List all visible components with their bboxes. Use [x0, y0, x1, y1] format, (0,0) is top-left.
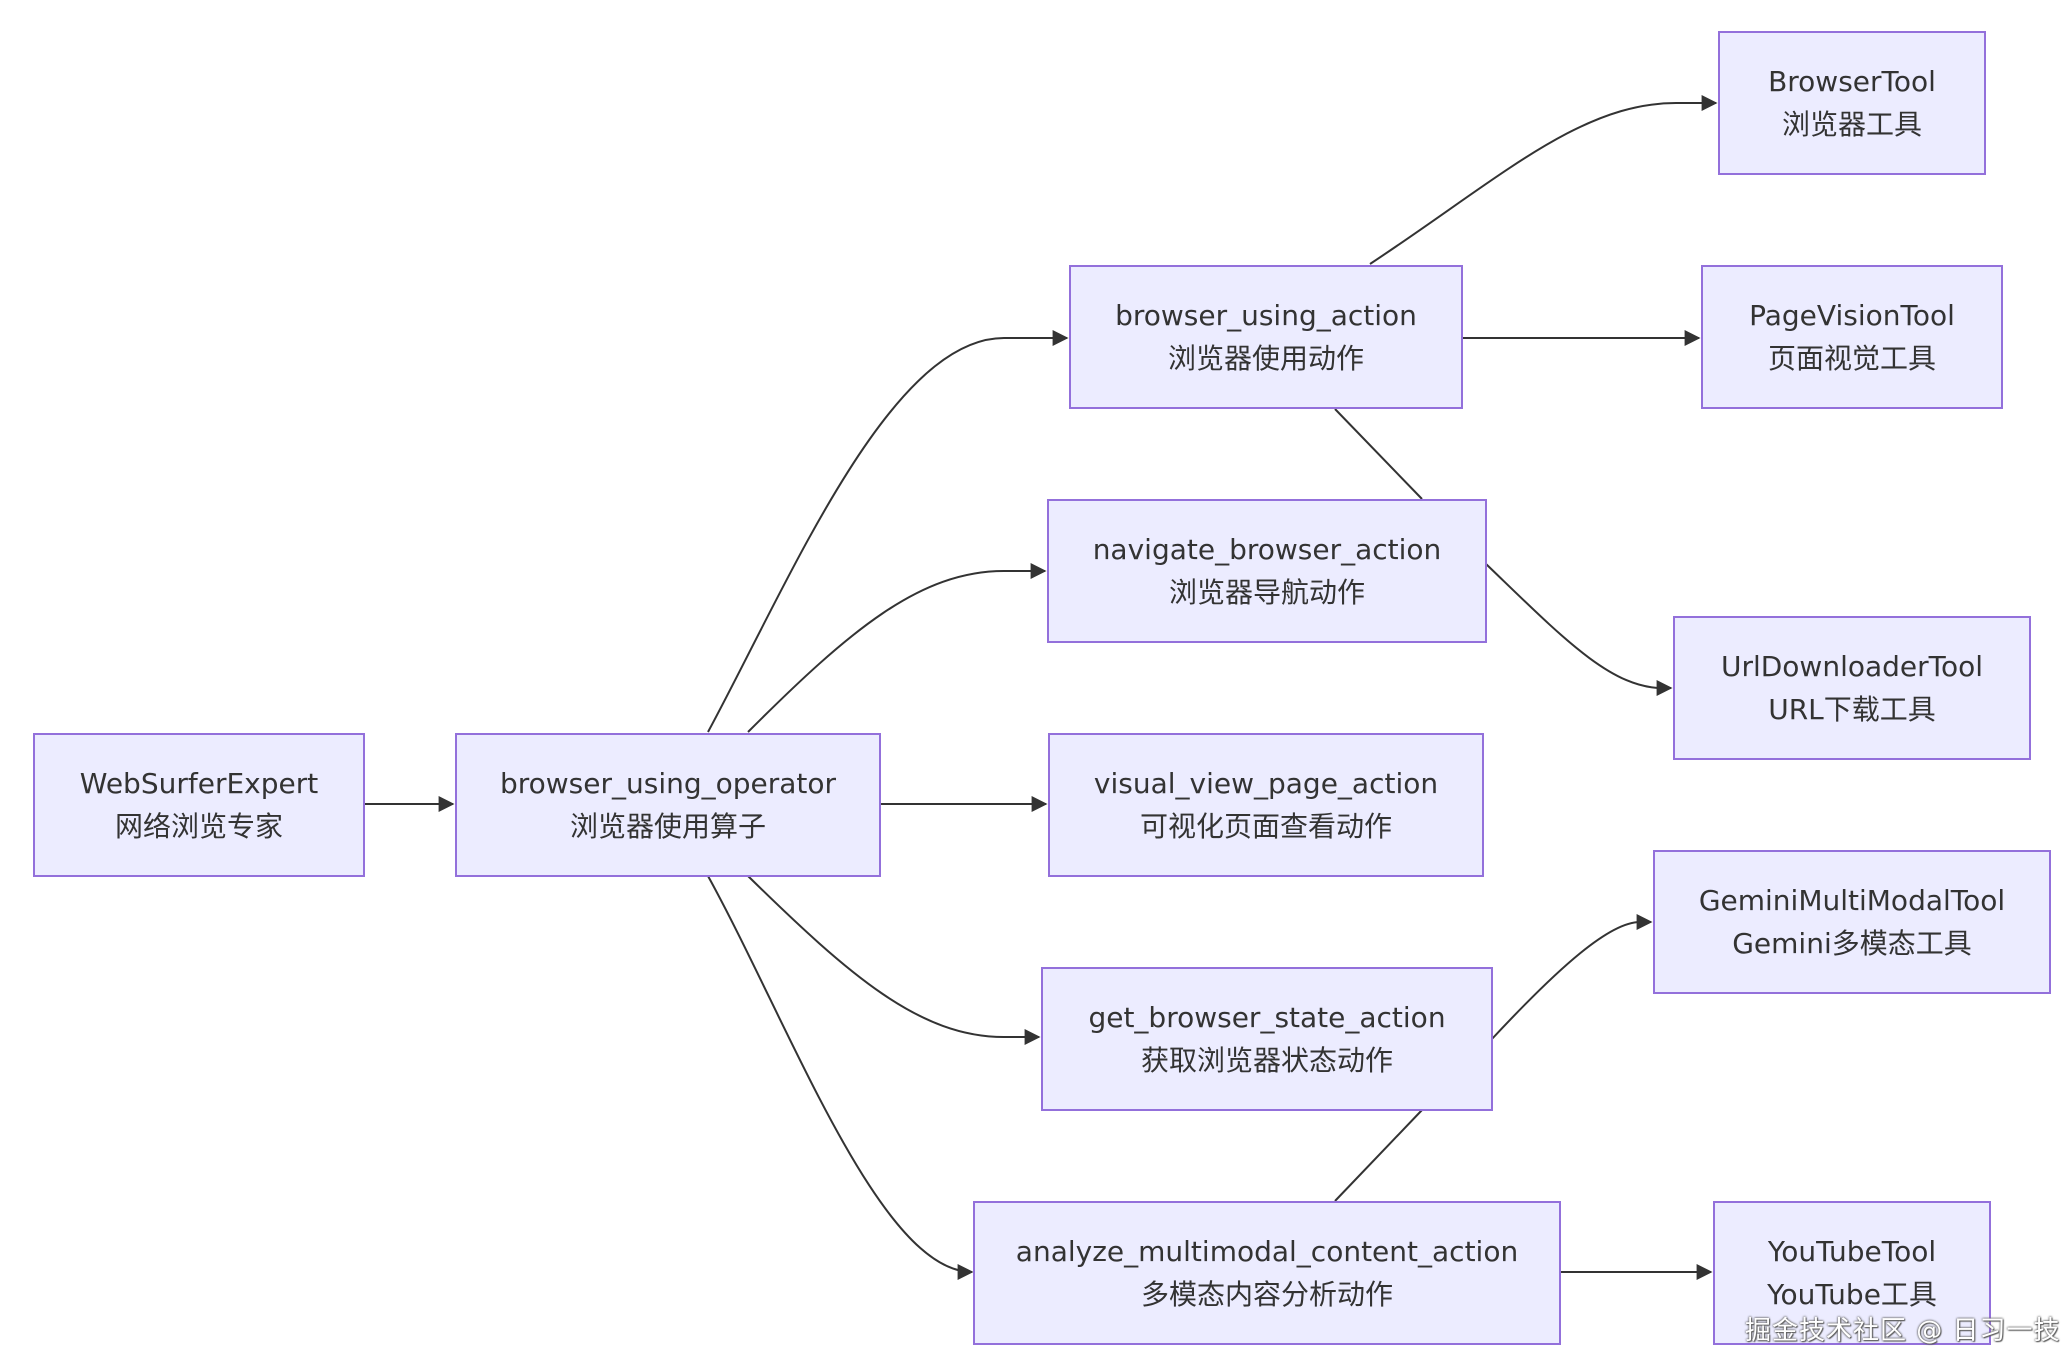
edge-operator-to-state-action [747, 875, 1041, 1045]
node-subtitle: 网络浏览专家 [115, 810, 283, 843]
node-subtitle: 浏览器导航动作 [1169, 576, 1365, 609]
node-subtitle: 可视化页面查看动作 [1140, 810, 1392, 843]
edge-navigate-action-to-url-downloader-tool [1484, 562, 1673, 696]
node-browser-using-action: browser_using_action 浏览器使用动作 [1069, 265, 1463, 409]
node-get-browser-state-action: get_browser_state_action 获取浏览器状态动作 [1041, 967, 1493, 1111]
node-title: analyze_multimodal_content_action [1016, 1235, 1518, 1268]
node-title: YouTubeTool [1767, 1235, 1936, 1268]
node-subtitle: 浏览器使用算子 [570, 810, 766, 843]
node-page-vision-tool: PageVisionTool 页面视觉工具 [1701, 265, 2003, 409]
node-title: browser_using_operator [500, 767, 837, 800]
node-title: visual_view_page_action [1094, 767, 1438, 800]
watermark: 掘金技术社区 @ 日习一技 [1745, 1316, 2061, 1346]
edge-state-action-to-gemini-tool [1490, 914, 1653, 1041]
node-title: GeminiMultiModalTool [1699, 884, 2005, 917]
edge-using-action-to-url-downloader-tool [1334, 408, 1423, 500]
node-browser-using-operator: browser_using_operator 浏览器使用算子 [455, 733, 881, 877]
node-visual-view-page-action: visual_view_page_action 可视化页面查看动作 [1048, 733, 1484, 877]
node-subtitle: 浏览器工具 [1782, 108, 1922, 141]
node-subtitle: 浏览器使用动作 [1168, 342, 1364, 375]
edge-operator-to-multimodal-action [707, 875, 974, 1280]
edge-using-action-to-browser-tool [1369, 95, 1718, 265]
edge-operator-to-navigate-action [747, 563, 1047, 733]
node-browser-tool: BrowserTool 浏览器工具 [1718, 31, 1986, 175]
node-youtube-tool: YouTubeTool YouTube工具 [1713, 1201, 1991, 1345]
node-gemini-multimodal-tool: GeminiMultiModalTool Gemini多模态工具 [1653, 850, 2051, 994]
node-title: get_browser_state_action [1088, 1001, 1445, 1034]
node-subtitle: 多模态内容分析动作 [1141, 1278, 1393, 1311]
edge-operator-to-using-action [707, 330, 1069, 733]
node-subtitle: Gemini多模态工具 [1732, 927, 1972, 960]
node-subtitle: YouTube工具 [1766, 1278, 1937, 1311]
node-title: WebSurferExpert [80, 767, 318, 800]
node-title: navigate_browser_action [1093, 533, 1442, 566]
node-title: BrowserTool [1768, 65, 1936, 98]
node-subtitle: URL下载工具 [1768, 693, 1936, 726]
node-subtitle: 页面视觉工具 [1768, 342, 1936, 375]
node-websurfer-expert: WebSurferExpert 网络浏览专家 [33, 733, 365, 877]
node-navigate-browser-action: navigate_browser_action 浏览器导航动作 [1047, 499, 1487, 643]
node-url-downloader-tool: UrlDownloaderTool URL下载工具 [1673, 616, 2031, 760]
node-title: UrlDownloaderTool [1721, 650, 1983, 683]
node-title: browser_using_action [1115, 299, 1417, 332]
node-title: PageVisionTool [1749, 299, 1955, 332]
edge-multimodal-action-to-gemini-tool [1334, 1109, 1423, 1202]
node-analyze-multimodal-content-action: analyze_multimodal_content_action 多模态内容分… [973, 1201, 1561, 1345]
node-subtitle: 获取浏览器状态动作 [1141, 1044, 1393, 1077]
